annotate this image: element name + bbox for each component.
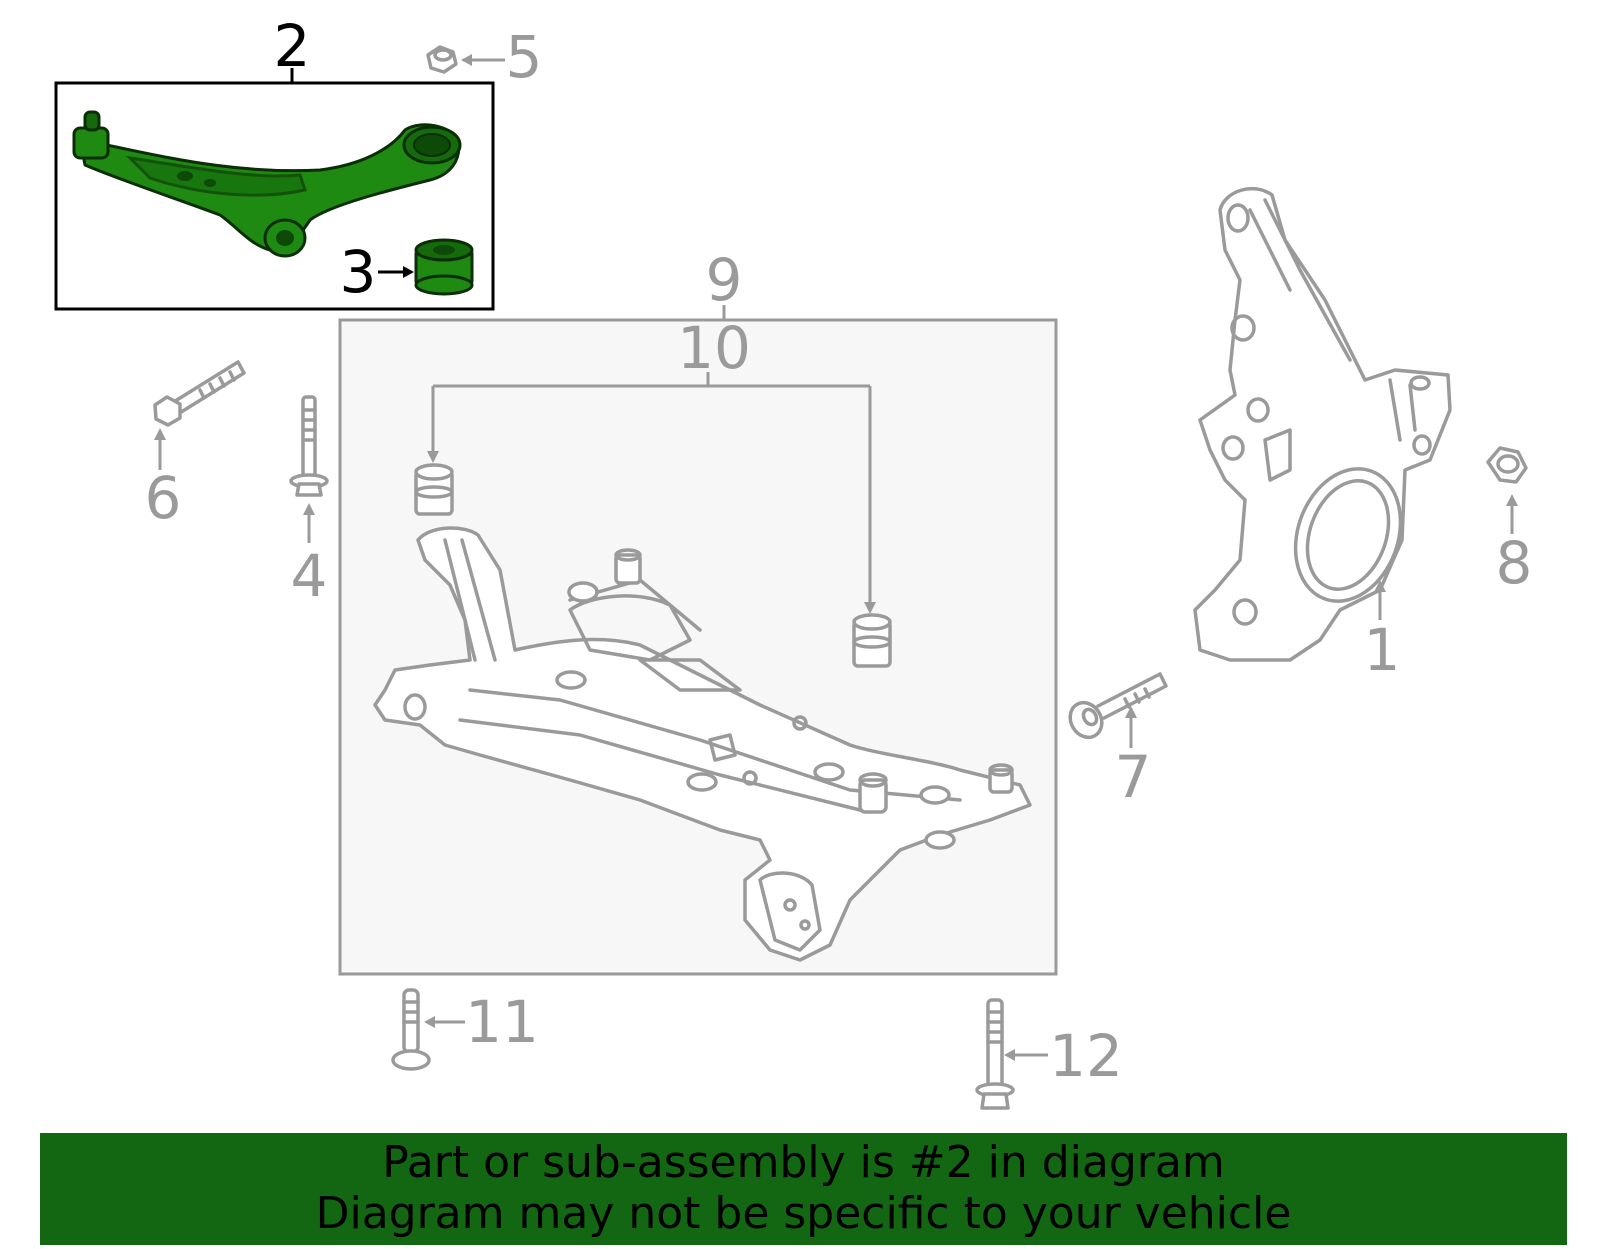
banner-line-part: Part or sub-assembly is #2 in diagram bbox=[382, 1137, 1225, 1188]
nut-part-5[interactable] bbox=[426, 45, 458, 74]
bolt-part-12[interactable] bbox=[975, 998, 1015, 1110]
callout-3[interactable]: 3 bbox=[340, 238, 377, 306]
part-5-arrowhead bbox=[461, 54, 472, 66]
part-8-arrowhead bbox=[1506, 494, 1518, 506]
bolt-part-4[interactable] bbox=[289, 395, 329, 497]
part-11-arrowhead bbox=[424, 1016, 435, 1028]
nut-part-8[interactable] bbox=[1486, 446, 1528, 484]
callout-4[interactable]: 4 bbox=[291, 542, 328, 610]
callout-2[interactable]: 2 bbox=[274, 12, 311, 80]
bushing-part-3[interactable] bbox=[414, 238, 474, 296]
part-6-arrowhead bbox=[154, 428, 166, 440]
lower-control-arm[interactable] bbox=[72, 110, 462, 258]
part-10-arrowhead-right bbox=[864, 602, 876, 614]
bushing-part-10-right[interactable] bbox=[852, 613, 892, 668]
callout-12[interactable]: 12 bbox=[1049, 1022, 1123, 1090]
part-4-arrowhead bbox=[303, 503, 315, 515]
part-12-arrowhead bbox=[1004, 1049, 1015, 1061]
callout-7[interactable]: 7 bbox=[1115, 743, 1152, 811]
bolt-part-11[interactable] bbox=[391, 988, 431, 1071]
part-1-arrowhead bbox=[1374, 580, 1386, 592]
part-10-arrowhead-left bbox=[427, 451, 439, 463]
callout-6[interactable]: 6 bbox=[145, 464, 182, 532]
bolt-part-7[interactable] bbox=[1064, 672, 1168, 743]
bolt-part-6[interactable] bbox=[153, 360, 246, 427]
callout-11[interactable]: 11 bbox=[465, 988, 539, 1056]
callout-9[interactable]: 9 bbox=[706, 246, 743, 314]
part-9-box[interactable] bbox=[338, 318, 1058, 976]
banner-line-disclaimer: Diagram may not be specific to your vehi… bbox=[315, 1188, 1292, 1239]
callout-5[interactable]: 5 bbox=[506, 23, 543, 91]
part-7-arrowhead bbox=[1125, 706, 1137, 718]
steering-knuckle-part-1[interactable] bbox=[1193, 186, 1452, 662]
front-subframe[interactable] bbox=[373, 526, 1032, 962]
info-banner: Part or sub-assembly is #2 in diagram Di… bbox=[40, 1133, 1567, 1245]
part-3-arrowhead bbox=[403, 266, 414, 278]
callout-1[interactable]: 1 bbox=[1364, 616, 1401, 684]
callout-10[interactable]: 10 bbox=[677, 314, 751, 382]
bushing-part-10-left[interactable] bbox=[414, 463, 454, 516]
part-10-leader bbox=[431, 372, 872, 604]
callout-8[interactable]: 8 bbox=[1496, 529, 1533, 597]
